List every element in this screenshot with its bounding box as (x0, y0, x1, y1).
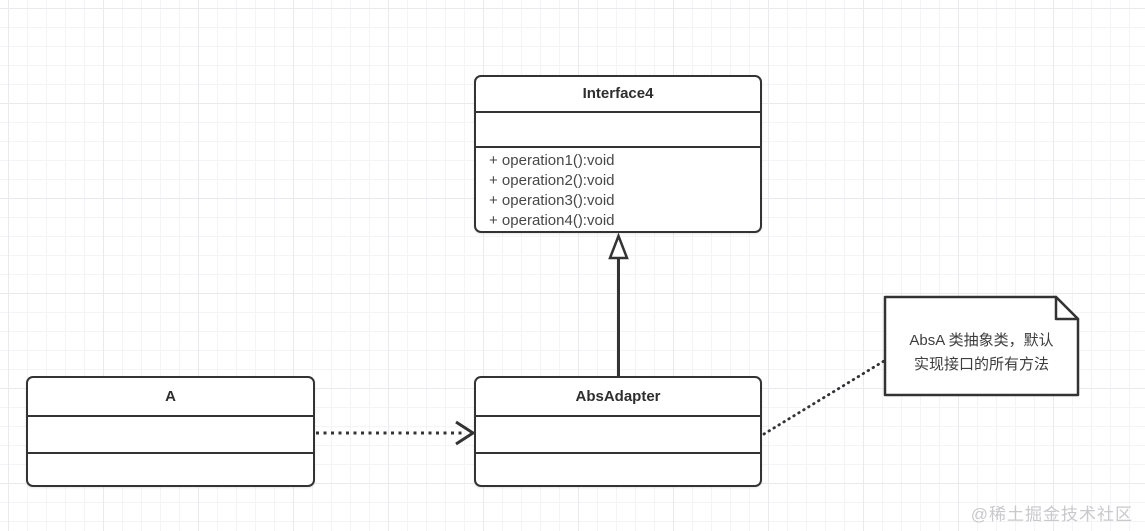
dependency-arrow-a-to-absadapter (316, 420, 476, 446)
class-box-interface4: Interface4 + operation1():void + operati… (474, 75, 762, 233)
class-attributes-section (476, 110, 760, 146)
class-attributes-section (476, 415, 760, 452)
operation-item: + operation1():void (489, 152, 615, 169)
class-operations-section (476, 452, 760, 485)
class-operations-section: + operation1():void + operation2():void … (476, 146, 760, 231)
realization-arrow-absadapter-to-interface4 (608, 232, 629, 376)
class-box-a: A (26, 376, 315, 487)
operation-item: + operation2():void (489, 172, 615, 189)
note-annotation: AbsA 类抽象类，默认 实现接口的所有方法 (885, 297, 1078, 395)
class-title: Interface4 (582, 85, 654, 103)
class-operations-section (28, 452, 313, 485)
operation-item: + operation3():void (489, 192, 615, 209)
class-title: AbsAdapter (575, 388, 661, 405)
note-anchor-line (762, 359, 886, 436)
note-line: AbsA 类抽象类，默认 (909, 332, 1054, 349)
class-box-absadapter: AbsAdapter (474, 376, 762, 487)
operation-item: + operation4():void (489, 212, 615, 229)
class-title: A (165, 388, 176, 405)
note-line: 实现接口的所有方法 (913, 356, 1049, 373)
class-attributes-section (28, 415, 313, 452)
watermark-text: @稀土掘金技术社区 (970, 505, 1133, 524)
